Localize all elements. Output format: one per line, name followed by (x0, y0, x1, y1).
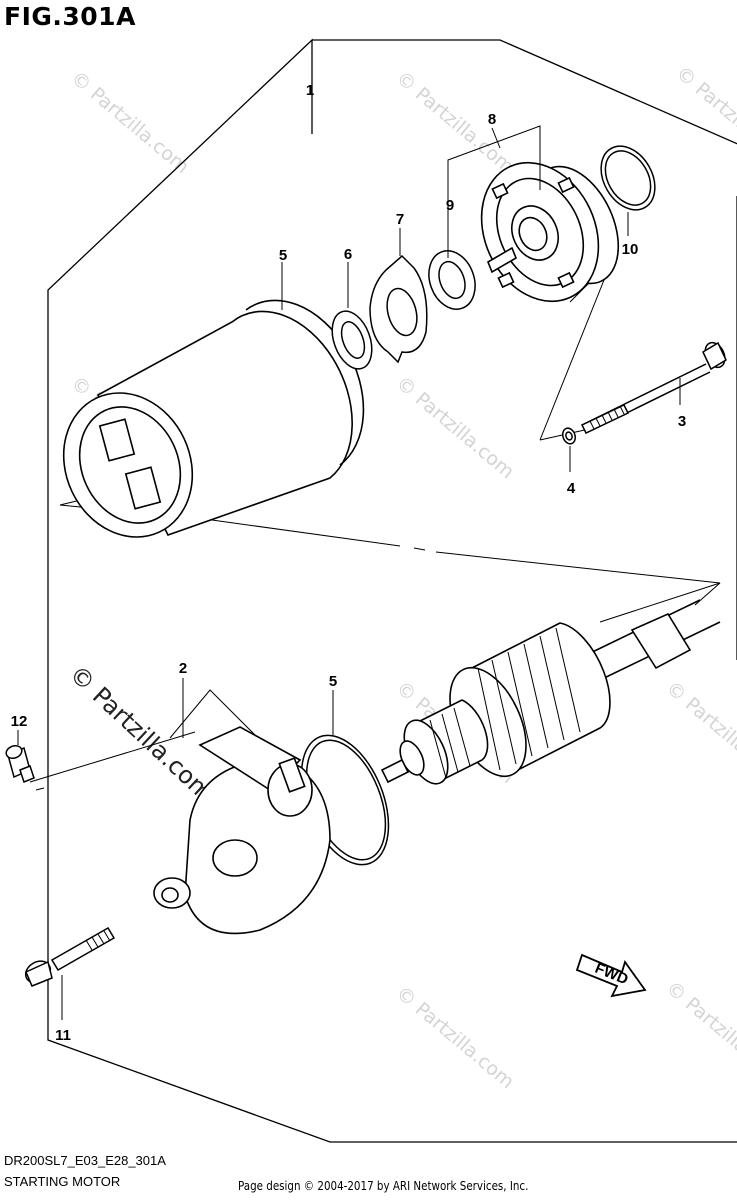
callout-3: 3 (678, 413, 686, 430)
page-credit: Page design © 2004-2017 by ARI Network S… (238, 1179, 529, 1193)
seal-item-9 (428, 250, 476, 310)
through-bolt-item-3 (580, 341, 727, 434)
o-ring-item-10 (600, 145, 656, 211)
fwd-arrow: FWD (575, 953, 647, 998)
callout-8: 8 (488, 111, 496, 128)
figure-title: FIG.301A (4, 2, 136, 31)
armature (380, 599, 721, 785)
callout-6: 6 (344, 246, 352, 263)
watermark: © Partzilla.com (662, 677, 737, 788)
callout-7: 7 (396, 211, 404, 228)
callout-1: 1 (306, 82, 314, 99)
rear-cover-item-2 (153, 726, 331, 935)
callout-5-o-ring: 5 (329, 673, 337, 690)
watermark: © Partzilla.com (392, 372, 518, 483)
callout-11: 11 (55, 1027, 71, 1044)
yoke-housing (62, 299, 365, 538)
watermark: © Partzilla.com (67, 67, 193, 178)
figure-name: STARTING MOTOR (4, 1174, 121, 1189)
leader-lines (17, 100, 681, 1020)
watermark: © Partzilla.com (392, 982, 518, 1093)
callout-2: 2 (179, 660, 187, 677)
washer-item-4 (561, 427, 577, 445)
watermark: © Partzilla.com (64, 660, 219, 807)
plate-item-7 (369, 254, 428, 364)
bolt-item-12 (5, 744, 35, 783)
callout-9: 9 (446, 197, 454, 214)
end-cover-item-8 (480, 161, 620, 303)
callout-4: 4 (567, 480, 576, 497)
watermark: © Partzilla.com (672, 62, 737, 173)
watermark: © Partzilla.com (662, 977, 737, 1088)
callout-10: 10 (622, 241, 639, 258)
screw-item-11 (24, 926, 116, 987)
callout-12: 12 (11, 713, 28, 730)
assembly-boundary (47, 38, 737, 1143)
callout-labels: 1 2 3 4 5 5 6 7 8 9 10 11 12 (11, 82, 687, 1044)
callout-5-yoke: 5 (279, 247, 287, 264)
figure-code: DR200SL7_E03_E28_301A (4, 1153, 166, 1168)
watermark: © Partzilla.com (392, 67, 518, 178)
washer-item-6 (331, 310, 373, 370)
